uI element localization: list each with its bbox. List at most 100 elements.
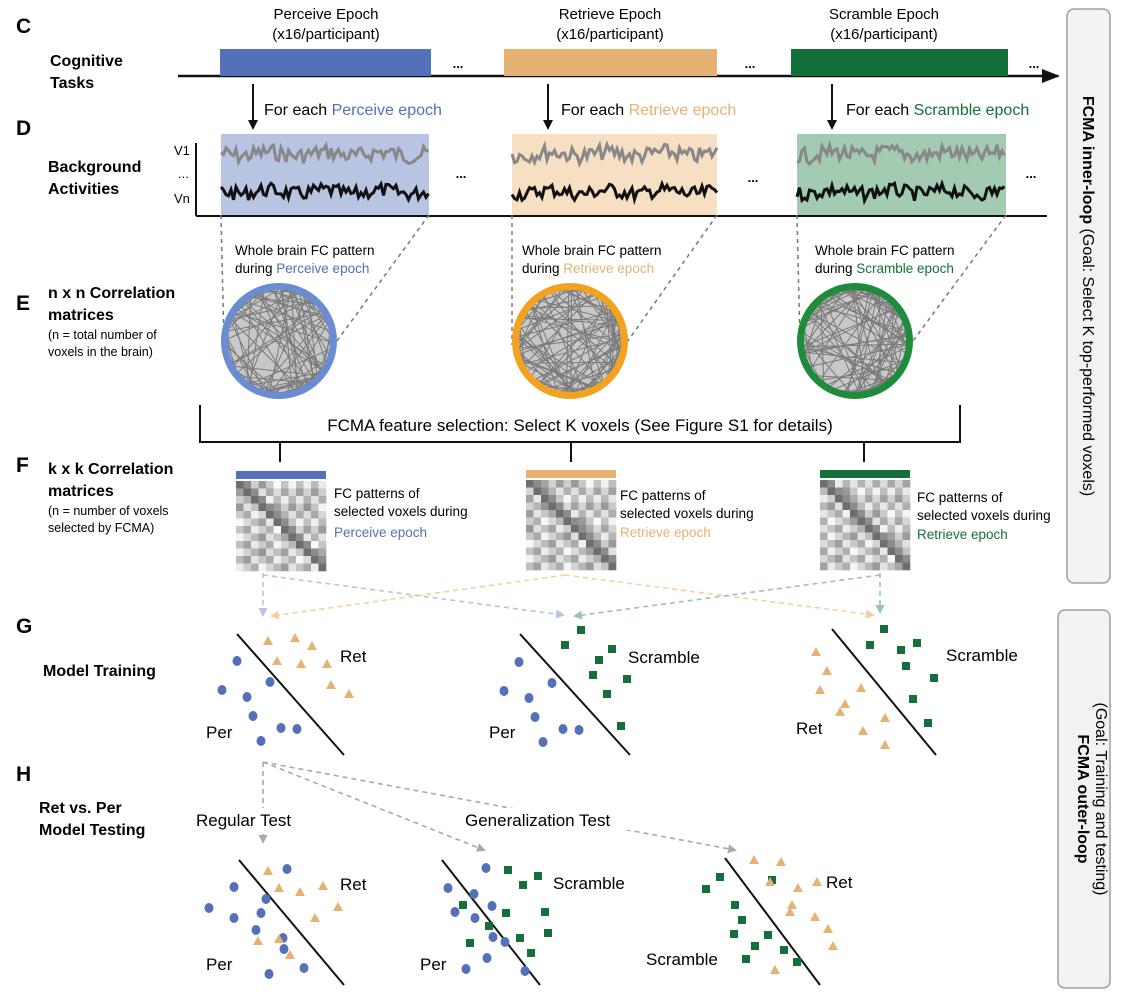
matrix-cell <box>303 496 312 504</box>
inner-loop-title: FCMA inner-loop <box>1079 96 1096 225</box>
matrix-cell <box>872 562 881 571</box>
matrix-cell <box>857 555 866 563</box>
scramble-point <box>730 930 738 938</box>
decision-boundary <box>238 859 345 986</box>
matrix-cell <box>887 502 896 511</box>
matrix-cell <box>258 511 267 519</box>
epoch-retrieve-sub: (x16/participant) <box>556 26 664 43</box>
matrix-cell <box>902 480 911 488</box>
matrix-cell <box>593 517 602 526</box>
perceive-point <box>450 907 460 917</box>
matrix-cell <box>236 518 244 527</box>
scramble-point <box>768 876 776 884</box>
kxk-cap-perceive-3: Perceive epoch <box>334 525 427 540</box>
matrix-cell <box>288 496 297 504</box>
matrix-cell <box>865 510 873 518</box>
matrix-cell <box>887 510 896 518</box>
class-label-right: Ret <box>340 875 367 894</box>
matrix-cell <box>865 547 873 556</box>
matrix-cell <box>541 517 549 526</box>
matrix-cell <box>311 533 319 542</box>
matrix-cell <box>601 540 609 548</box>
matrix-cell <box>236 556 244 564</box>
matrix-cell <box>578 525 587 533</box>
matrix-cell <box>820 562 828 571</box>
matrix-cell <box>296 488 304 497</box>
decision-boundary <box>236 633 345 756</box>
matrix-cell <box>251 518 259 527</box>
matrix-cell <box>895 495 903 503</box>
matrix-cell <box>850 562 858 571</box>
matrix-cell <box>288 541 297 549</box>
perceive-point <box>242 692 252 702</box>
matrix-cell <box>842 532 851 541</box>
matrix-cell <box>273 496 282 504</box>
matrix-cell <box>311 556 319 564</box>
matrix-cell <box>578 510 587 518</box>
matrix-cell <box>857 562 866 571</box>
panel-letter-e: E <box>16 292 30 315</box>
kxk-cap-retrieve-2: selected voxels during <box>620 506 754 521</box>
matrix-cell <box>296 533 304 542</box>
matrix-cell <box>563 510 572 518</box>
inner-loop-box: FCMA inner-loop (Goal: Select K top-perf… <box>1066 8 1111 584</box>
matrix-cell <box>880 495 888 503</box>
panel-letter-c: C <box>16 15 31 38</box>
perceive-point <box>514 657 524 667</box>
matrix-cell <box>243 488 252 497</box>
matrix-cell <box>526 510 534 518</box>
matrix-cell <box>288 533 297 542</box>
trace-vn-2 <box>795 179 1006 206</box>
kxk-sub-1: (n = number of voxels <box>48 504 169 518</box>
matrix-cell <box>827 495 836 503</box>
kxk-cap-retrieve-3: Retrieve epoch <box>620 525 711 540</box>
matrix-cell <box>281 481 289 489</box>
matrix-cell <box>857 532 866 541</box>
perceive-point <box>482 953 492 963</box>
matrix-cell <box>533 517 542 526</box>
matrix-cell <box>865 555 873 563</box>
matrix-cell <box>541 487 549 496</box>
scramble-point <box>742 955 750 963</box>
perceive-point <box>217 685 227 695</box>
matrix-cell <box>273 556 282 564</box>
scramble-point <box>731 901 739 909</box>
matrix-cell <box>895 525 903 533</box>
matrix-cell <box>311 526 319 534</box>
matrix-cell <box>243 511 252 519</box>
perceive-point <box>229 882 239 892</box>
matrix-cell <box>902 502 911 511</box>
matrix-cell <box>258 526 267 534</box>
panel-letter-f: F <box>16 454 29 477</box>
matrix-cell <box>311 496 319 504</box>
matrix-cell <box>556 562 564 571</box>
matrix-cell <box>563 540 572 548</box>
matrix-cell <box>571 547 579 556</box>
matrix-cell <box>273 548 282 557</box>
retrieve-point <box>296 659 306 668</box>
vn-label: Vn <box>174 191 190 206</box>
matrix-cell <box>820 532 828 541</box>
kxk-matrix-scramble <box>820 480 911 571</box>
matrix-cell <box>608 510 617 518</box>
v1-label: V1 <box>174 143 190 158</box>
matrix-cell <box>303 488 312 497</box>
matrix-cell <box>842 480 851 488</box>
cognitive-tasks-title-2: Tasks <box>50 75 94 92</box>
class-label-right: Ret <box>826 873 853 892</box>
testing-title-1: Ret vs. Per <box>39 800 122 817</box>
model-training-title: Model Training <box>43 663 156 680</box>
matrix-cell <box>281 533 289 542</box>
kxk-cap-perceive-1: FC patterns of <box>334 486 420 501</box>
circle-ring <box>797 283 913 399</box>
matrix-cell <box>850 540 858 548</box>
matrix-cell <box>571 555 579 563</box>
matrix-cell <box>563 525 572 533</box>
matrix-cell <box>601 525 609 533</box>
matrix-cell <box>236 496 244 504</box>
matrix-cell <box>236 481 244 489</box>
matrix-cell <box>827 517 836 526</box>
outer-loop-goal: (Goal: Training and testing) <box>1092 703 1109 896</box>
